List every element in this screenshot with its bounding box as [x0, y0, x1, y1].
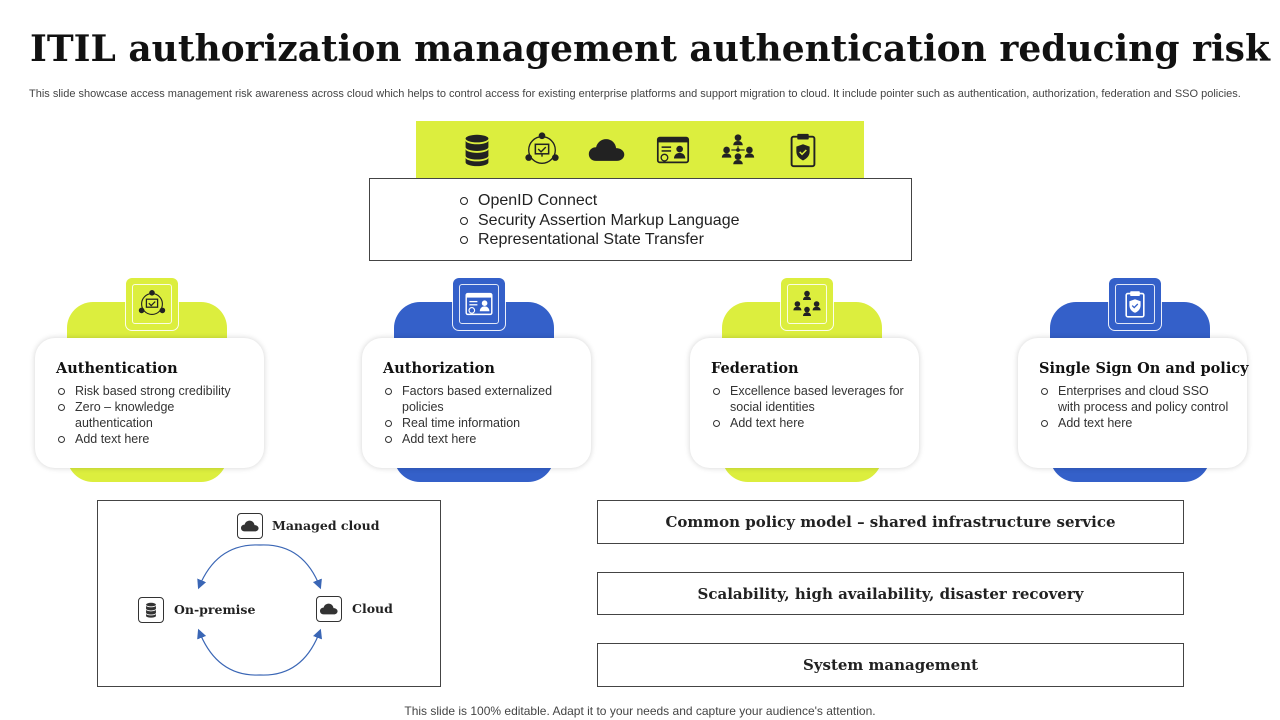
card-body: Single Sign On and policy Enterprises an…	[1018, 338, 1249, 468]
card-badge	[126, 278, 178, 330]
page-subtitle: This slide showcase access management ri…	[29, 88, 1241, 100]
card-body: Federation Excellence based leverages fo…	[690, 338, 919, 468]
feature-scalability: Scalability, high availability, disaster…	[597, 572, 1184, 615]
card-federation: Federation Excellence based leverages fo…	[689, 278, 921, 484]
card-item: Factors based externalized policies	[383, 383, 577, 415]
card-title: Authentication	[56, 360, 178, 377]
card-body: Authentication Risk based strong credibi…	[35, 338, 264, 468]
card-item: Risk based strong credibility	[56, 383, 250, 399]
card-item: Add text here	[56, 431, 250, 447]
card-item: Zero – knowledge authentication	[56, 399, 250, 431]
card-item: Enterprises and cloud SSO with process a…	[1039, 383, 1233, 415]
team-network-icon	[787, 284, 827, 324]
clipboard-shield-icon	[781, 130, 825, 170]
protocol-list-box: OpenID Connect Security Assertion Markup…	[369, 178, 912, 261]
protocol-item: OpenID Connect	[458, 191, 911, 211]
footer-note: This slide is 100% editable. Adapt it to…	[404, 704, 876, 718]
protocol-item: Security Assertion Markup Language	[458, 211, 911, 231]
card-authorization: Authorization Factors based externalized…	[361, 278, 593, 484]
cloud-icon	[585, 130, 629, 170]
card-title: Authorization	[383, 360, 495, 377]
arrow-managed-to-onpremise	[197, 544, 261, 590]
card-authentication: Authentication Risk based strong credibi…	[34, 278, 266, 484]
card-item: Excellence based leverages for social id…	[711, 383, 905, 415]
arrow-managed-to-cloud	[259, 544, 322, 590]
team-network-icon	[716, 130, 760, 170]
cloud-icon	[316, 596, 342, 622]
card-badge	[1109, 278, 1161, 330]
card-body: Authorization Factors based externalized…	[362, 338, 591, 468]
cloud-label: Cloud	[352, 601, 393, 616]
card-badge	[453, 278, 505, 330]
network-monitor-icon	[520, 130, 564, 170]
card-item: Add text here	[383, 431, 577, 447]
feature-system-management: System management	[597, 643, 1184, 687]
feature-common-policy: Common policy model – shared infrastruct…	[597, 500, 1184, 544]
card-item: Add text here	[1039, 415, 1233, 431]
icon-bar	[416, 121, 864, 178]
cycle-arrows	[197, 544, 323, 676]
arrow-bottom-to-cloud	[259, 628, 323, 676]
database-icon	[138, 597, 164, 623]
protocol-item: Representational State Transfer	[458, 230, 911, 250]
arrow-bottom-to-onpremise	[197, 628, 261, 676]
card-single-sign-on: Single Sign On and policy Enterprises an…	[1017, 278, 1249, 484]
card-title: Federation	[711, 360, 799, 377]
card-item: Add text here	[711, 415, 905, 431]
page-title: ITIL authorization management authentica…	[30, 28, 1270, 70]
cloud-icon	[237, 513, 263, 539]
id-card-icon	[459, 284, 499, 324]
card-badge	[781, 278, 833, 330]
clipboard-shield-icon	[1115, 284, 1155, 324]
cloud-cycle-diagram: Managed cloud On-premise Cloud	[97, 500, 441, 687]
card-title: Single Sign On and policy	[1039, 360, 1249, 377]
id-card-icon	[651, 130, 695, 170]
database-icon	[455, 130, 499, 170]
card-item: Real time information	[383, 415, 577, 431]
on-premise-label: On-premise	[174, 602, 256, 617]
network-monitor-icon	[132, 284, 172, 324]
managed-cloud-label: Managed cloud	[272, 518, 380, 533]
